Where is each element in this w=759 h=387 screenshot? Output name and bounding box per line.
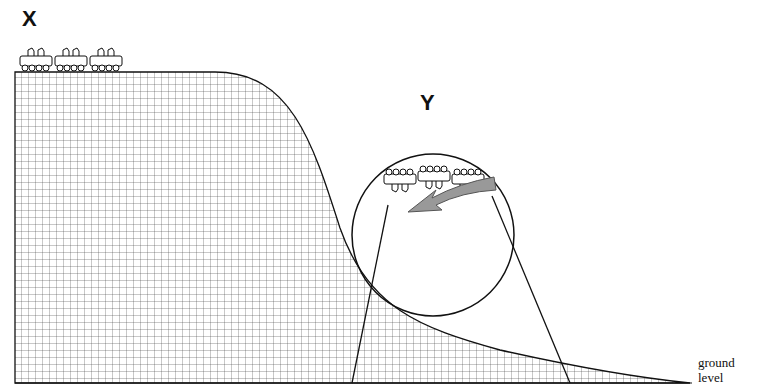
direction-arrow <box>408 177 496 212</box>
hill <box>15 72 690 383</box>
point-label: Y <box>420 92 435 114</box>
support-right <box>492 196 570 383</box>
train-at-x <box>20 48 122 71</box>
support-left <box>352 205 388 383</box>
ground-label: ground level <box>698 356 744 385</box>
loop <box>352 154 514 316</box>
point-label: X <box>22 8 37 30</box>
ground-line <box>15 382 692 383</box>
